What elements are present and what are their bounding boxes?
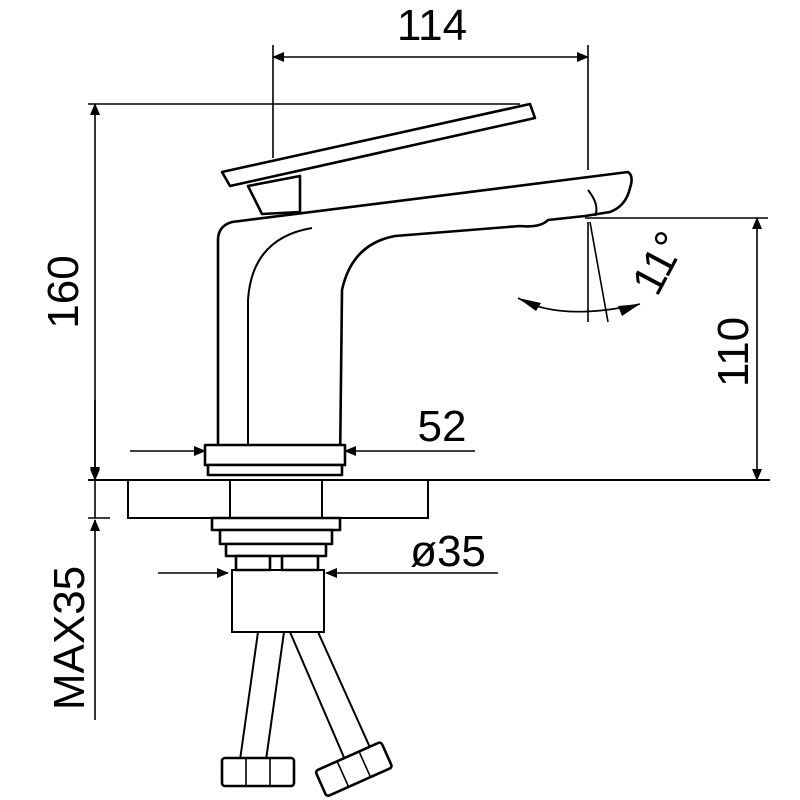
dimension-base-diameter: 52 — [130, 402, 475, 456]
total-height-label: 160 — [39, 255, 88, 328]
spout-reach-label: 114 — [397, 1, 467, 50]
spout-angle-label: 11° — [623, 224, 696, 303]
dimension-thread-diameter: ø35 — [158, 527, 498, 578]
dimension-total-height: 160 — [39, 103, 520, 481]
supply-hoses — [220, 631, 393, 797]
mounting-shank — [210, 479, 342, 633]
deck-section — [127, 479, 429, 519]
dimension-spout-angle: 11° — [517, 221, 696, 323]
faucet-body — [203, 102, 633, 477]
dimension-outlet-height: 110 — [585, 217, 768, 481]
dimension-max-deck: MAX35 — [45, 400, 100, 720]
thread-diameter-label: ø35 — [410, 527, 486, 576]
dimension-spout-reach: 114 — [272, 1, 589, 170]
max-deck-label: MAX35 — [45, 566, 94, 710]
base-diameter-label: 52 — [418, 402, 467, 451]
outlet-height-label: 110 — [709, 317, 758, 387]
